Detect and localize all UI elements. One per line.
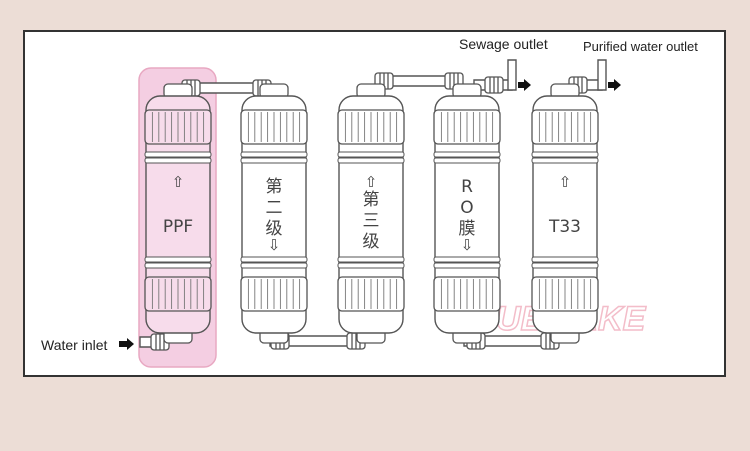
sewage-outlet-label: Sewage outlet <box>459 36 548 52</box>
flow-up-arrow-icon: ⇧ <box>172 173 185 191</box>
purified-outlet-arrow <box>608 79 621 91</box>
filter-label: PPF <box>163 217 193 237</box>
filter-1: ⇧ PPF <box>144 83 212 344</box>
water-inlet-arrow <box>119 338 134 350</box>
sewage-stub <box>507 59 517 91</box>
filter-label: T33 <box>548 217 581 237</box>
filter-3: ⇧第三级 <box>337 83 405 344</box>
fitting-top-4b <box>484 76 504 94</box>
flow-up-arrow-icon: ⇧ <box>559 173 572 191</box>
flow-down-arrow-icon: ⇩ <box>268 236 281 254</box>
sewage-outlet-arrow <box>518 79 531 91</box>
filter-label: 第二级 <box>266 177 283 239</box>
filter-label: 第三级 <box>363 190 380 252</box>
water-inlet-label: Water inlet <box>41 337 108 353</box>
flow-down-arrow-icon: ⇩ <box>461 236 474 254</box>
purified-water-outlet-label: Purified water outlet <box>583 39 698 54</box>
filter-5: ⇧ T33 <box>531 83 599 344</box>
flow-up-arrow-icon: ⇧ <box>365 173 378 191</box>
filter-2: 第二级⇩ <box>240 83 308 344</box>
purified-stub <box>597 59 607 91</box>
